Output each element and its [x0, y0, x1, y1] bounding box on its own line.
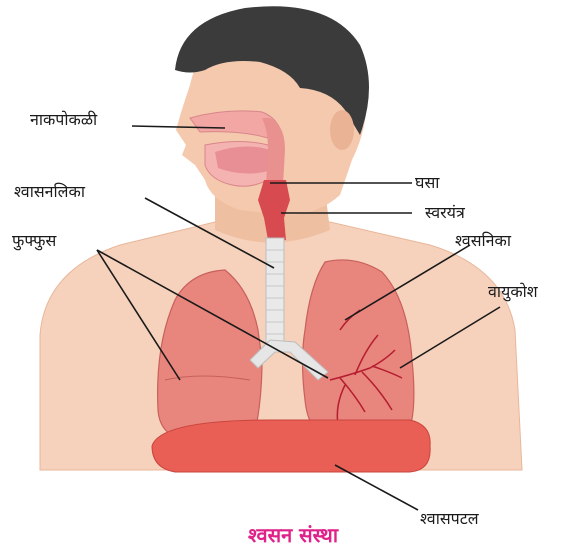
label-diaphragm: श्वासपटल: [420, 509, 480, 528]
label-trachea: श्वासनलिका: [14, 182, 86, 201]
label-nasal-cavity: नाकपोकळी: [30, 110, 98, 129]
ear: [330, 110, 354, 150]
tongue: [215, 146, 272, 173]
label-larynx: स्वरयंत्र: [425, 203, 466, 222]
label-bronchiole: श्वसनिका: [455, 231, 512, 250]
label-pharynx: घसा: [415, 173, 440, 192]
caption: श्वसन संस्था: [248, 523, 339, 547]
label-alveoli: वायुकोश: [488, 282, 539, 302]
trachea: [266, 238, 284, 348]
label-lungs: फुफ्फुस: [12, 231, 58, 251]
diaphragm: [152, 420, 430, 472]
